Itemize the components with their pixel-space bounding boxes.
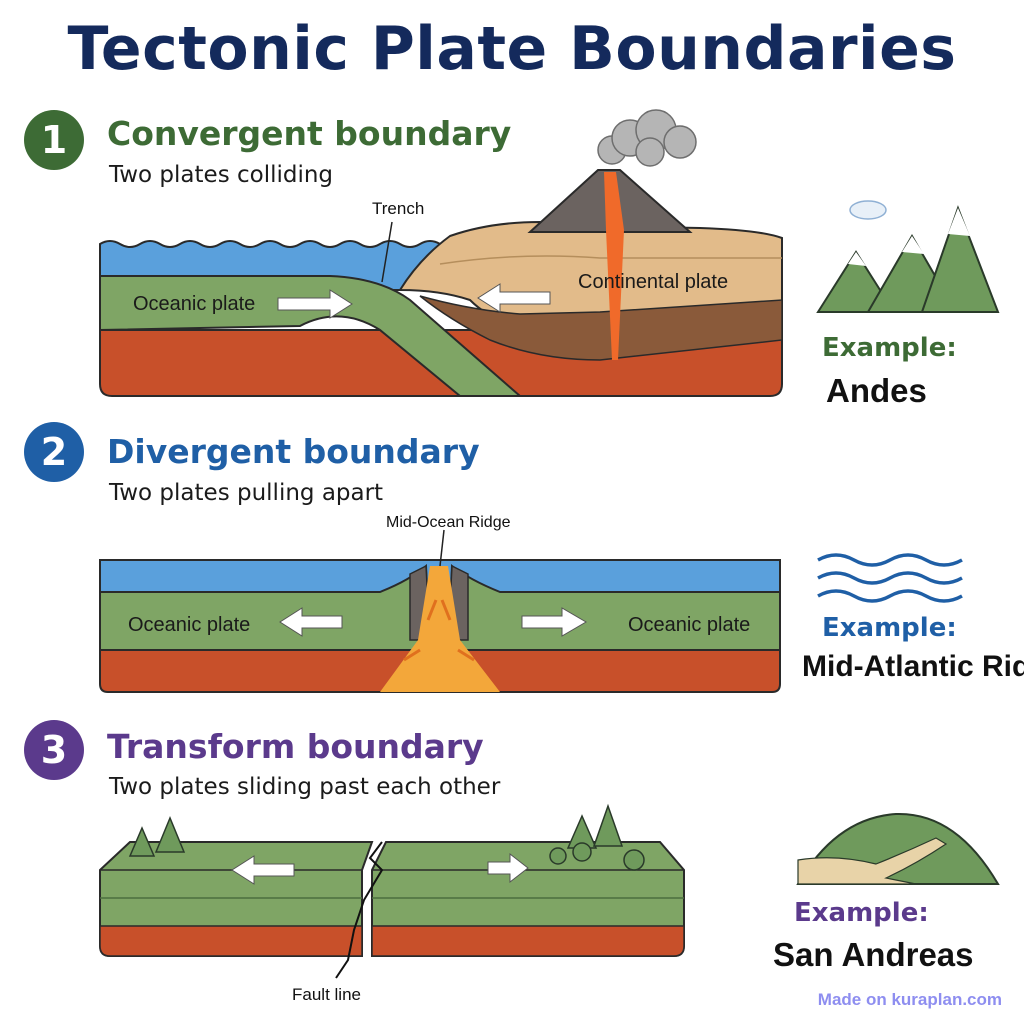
section-title-divergent: Divergent boundary: [107, 432, 480, 471]
arrow-left-icon: [477, 283, 551, 313]
fault-line: [335, 841, 384, 979]
trench-label: Trench: [372, 199, 424, 218]
section-title-transform: Transform boundary: [107, 727, 484, 766]
section-subtitle-divergent: Two plates pulling apart: [109, 480, 384, 506]
section-number-badge: 1: [24, 110, 84, 170]
continental-plate-label: Continental plate: [578, 271, 728, 293]
example-value-transform: San Andreas: [773, 936, 974, 973]
example-label-divergent: Example:: [822, 613, 957, 643]
oceanic-plate-left-label: Oceanic plate: [128, 614, 250, 636]
example-value-convergent: Andes: [826, 372, 927, 409]
section-number-badge: 2: [24, 422, 84, 482]
arrow-right-icon: [521, 607, 587, 637]
arrow-left-icon: [279, 607, 343, 637]
section-title-convergent: Convergent boundary: [107, 114, 512, 153]
example-value-divergent: Mid-Atlantic Ridge: [802, 650, 1024, 683]
tree-icon: [128, 816, 186, 857]
page-title: Tectonic Plate Boundaries: [67, 14, 957, 84]
arrow-right-icon: [277, 289, 353, 319]
mountains-icon: [816, 200, 1000, 313]
example-label-convergent: Example:: [822, 333, 957, 363]
trench-pointer: [381, 221, 393, 283]
magma-conduit: [604, 172, 624, 360]
ridge-pointer: [439, 529, 445, 567]
hill-icon: [796, 812, 1000, 885]
fault-line-label: Fault line: [292, 985, 361, 1004]
footer-credit: Made on kuraplan.com: [817, 990, 1002, 1009]
continental-lithosphere: [419, 295, 783, 361]
waves-icon: [817, 553, 963, 603]
arrow-left-icon: [231, 855, 295, 885]
section-subtitle-transform: Two plates sliding past each other: [109, 774, 501, 800]
section-number-badge: 3: [24, 720, 84, 780]
smoke-icon: [597, 109, 697, 167]
example-label-transform: Example:: [794, 898, 929, 928]
oceanic-plate: [99, 275, 523, 397]
section-subtitle-convergent: Two plates colliding: [109, 162, 334, 188]
arrow-right-icon: [487, 852, 529, 884]
magma-upwelling: [380, 566, 500, 692]
oceanic-plate-right-label: Oceanic plate: [628, 614, 750, 636]
ridge-label: Mid-Ocean Ridge: [386, 514, 511, 531]
tree-icon: [549, 803, 645, 871]
oceanic-plate-label: Oceanic plate: [133, 293, 255, 315]
